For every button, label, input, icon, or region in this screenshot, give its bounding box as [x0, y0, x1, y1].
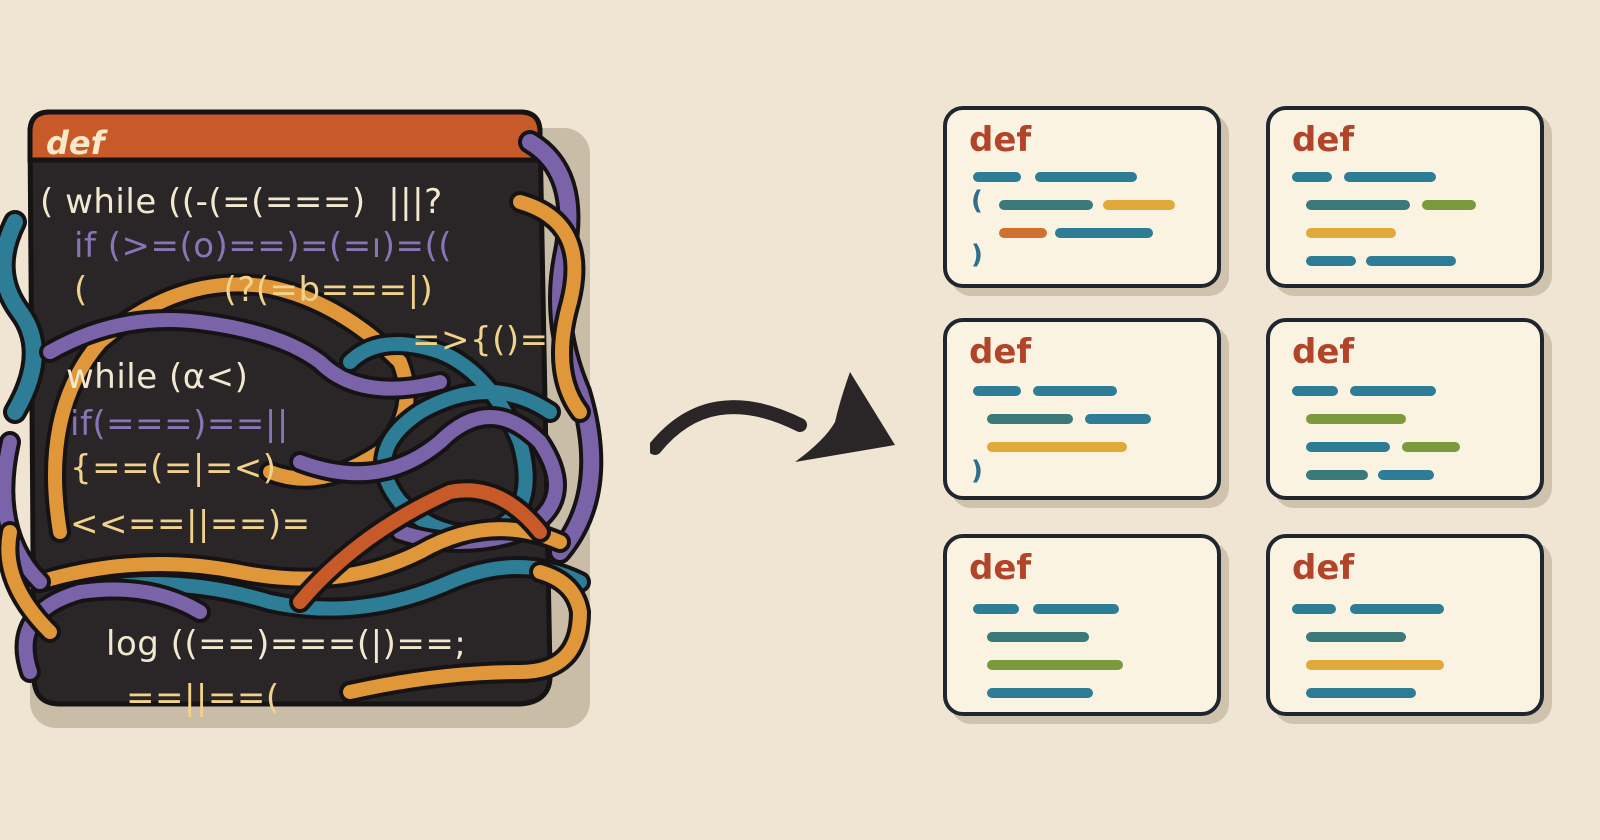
code-bar	[987, 414, 1073, 424]
code-bar	[1350, 604, 1444, 614]
tangled-code-line-1: ( while ((-(=(===) |||?	[40, 182, 443, 222]
code-bar	[987, 688, 1093, 698]
card-def-label: def	[969, 332, 1032, 372]
code-bar	[1306, 688, 1416, 698]
tangled-code-block: def ( while ((-(=(===) |||? if (>=(o)==)…	[0, 109, 604, 718]
clean-function-card-6: def	[1266, 534, 1544, 716]
code-bar	[1350, 386, 1436, 396]
tangled-code-line-8: <<==||==)=	[70, 504, 311, 544]
code-bar	[1033, 386, 1117, 396]
tangled-code-line-5: while (α<)	[66, 357, 249, 397]
clean-function-card-2: def	[1266, 106, 1544, 288]
tangled-code-line-3: ( (?(=b===|)	[74, 270, 434, 310]
code-bar	[1055, 228, 1153, 238]
orange-noodle-left	[1, 525, 57, 639]
tangled-code-line-6: if(===)==||	[70, 404, 289, 444]
clean-function-card-4: def	[1266, 318, 1544, 500]
orange-noodle-right	[513, 195, 587, 419]
code-bar	[999, 228, 1047, 238]
code-bar	[1306, 660, 1444, 670]
code-bar	[1306, 414, 1406, 424]
code-bar	[1306, 256, 1356, 266]
code-bar	[1306, 200, 1410, 210]
code-bar	[1033, 604, 1119, 614]
code-bar	[1292, 604, 1336, 614]
code-bar	[1306, 442, 1390, 452]
code-bar	[1306, 470, 1368, 480]
card-def-label: def	[1292, 332, 1355, 372]
close-brace-icon: )	[971, 456, 983, 486]
tangled-code-line-7: {==(=|=<)	[70, 448, 277, 488]
code-bar	[1035, 172, 1137, 182]
code-bar	[1422, 200, 1476, 210]
open-brace-icon: (	[971, 186, 983, 216]
purple-noodle-bottom	[18, 582, 207, 679]
curved-arrow-icon	[650, 372, 895, 462]
tangled-code-line-4: =>{()=	[412, 320, 549, 360]
code-bar	[1366, 256, 1456, 266]
code-bar	[1306, 632, 1406, 642]
teal-noodle-lower	[73, 560, 587, 616]
code-bar	[973, 604, 1019, 614]
card-def-label: def	[1292, 548, 1355, 588]
tangled-code-line-2: if (>=(o)==)=(=ı)=((	[74, 226, 453, 266]
code-bar	[1103, 200, 1175, 210]
code-bar	[973, 172, 1021, 182]
tangled-def-header: def	[46, 124, 105, 162]
code-bar	[1378, 470, 1434, 480]
code-bar	[999, 200, 1093, 210]
code-bar	[1402, 442, 1460, 452]
red-noodle-lower	[293, 483, 547, 609]
code-bar	[1344, 172, 1436, 182]
code-block-header-bar	[27, 109, 543, 163]
clean-function-card-5: def	[943, 534, 1221, 716]
purple-noodle-middle	[43, 313, 447, 396]
code-bar	[987, 442, 1127, 452]
close-brace-icon: )	[971, 240, 983, 270]
orange-noodle-bottom	[343, 565, 588, 699]
card-def-label: def	[969, 548, 1032, 588]
code-bar	[1306, 228, 1396, 238]
clean-function-card-1: def ( )	[943, 106, 1221, 288]
code-bar	[1292, 172, 1332, 182]
code-bar	[1292, 386, 1338, 396]
tangled-code-line-9: log ((==)===(|)==;	[106, 624, 467, 664]
code-bar	[1085, 414, 1151, 424]
card-def-label: def	[1292, 120, 1355, 160]
code-bar	[987, 660, 1123, 670]
tangled-code-graphic	[0, 109, 604, 707]
code-bar	[987, 632, 1089, 642]
card-def-label: def	[969, 120, 1032, 160]
tangled-code-line-10: ==||==(	[126, 678, 280, 718]
teal-noodle-left	[0, 214, 42, 420]
code-bar	[973, 386, 1021, 396]
clean-function-card-3: def )	[943, 318, 1221, 500]
